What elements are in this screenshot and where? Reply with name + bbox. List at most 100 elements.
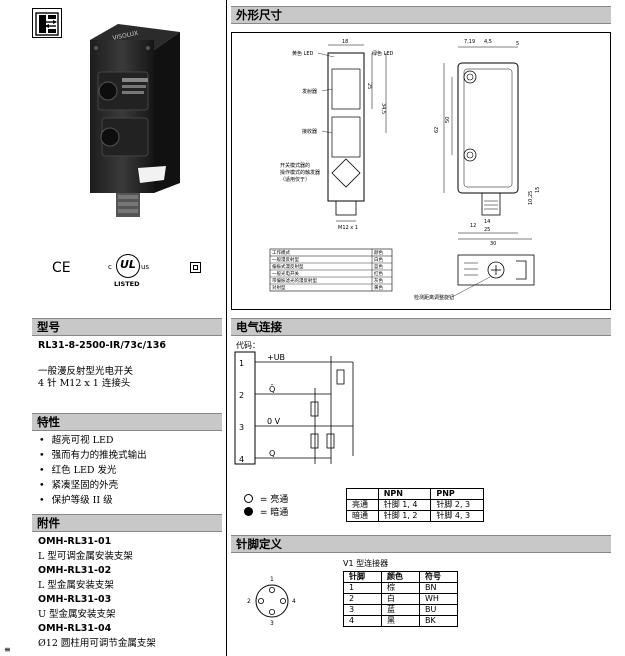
accessory-part: OMH-RL31-04 [38,623,112,634]
section-features: 特性 [32,413,222,431]
mode-cell: 一般光电开关 [272,270,299,277]
mode-cell: 灰色 [374,277,383,284]
mode-cell: 一般漫反射型 [272,256,299,263]
output-cell: 针脚 1, 2 [377,510,432,522]
output-cell: 暗通 [346,510,379,522]
section-dimensions: 外形尺寸 [231,6,611,24]
legend-dark-on: = 暗通 [244,505,288,518]
output-header: PNP [430,488,484,500]
dim-345: 34,5 [380,103,386,114]
dim-5: 5 [516,41,519,47]
pin-label-1: 1 [270,576,274,583]
output-header: NPN [377,488,432,500]
dim-1025: 10,25 [528,191,534,205]
section-accessories: 附件 [32,514,222,532]
ul-us-text: us [141,263,150,271]
legend-on-text: = 亮通 [259,495,289,505]
pinout-cell: 1 [343,582,382,594]
pinout-cell: BU [419,604,458,616]
pinout-cell: 黑 [381,615,420,627]
accessory-desc: Ø12 圆柱用可调节金属支架 [38,638,156,649]
pin-label: +UB [267,353,285,362]
pinout-cell: BN [419,582,458,594]
circuit-code-label: 代码： [236,341,260,350]
feature-list: 超亮可视 LED 强而有力的推挽式输出 红色 LED 发光 紧凑坚固的外壳 保护… [36,433,147,508]
output-header [346,488,379,500]
pin-label-2: 2 [247,598,251,605]
legend-off-text: = 暗通 [259,508,289,518]
adjust-label: 检测距离调整旋钮 [414,294,454,301]
yellow-led-label: 黄色 LED [292,50,314,57]
accessory-desc: L 型可调金属安装支架 [38,551,133,562]
legend-light-on: = 亮通 [244,492,288,505]
receiver-label: 接收器 [302,128,317,135]
dim-45: 4,5 [484,39,492,45]
feature-item: 强而有力的推挽式输出 [36,448,147,463]
pin-label-3: 3 [270,620,274,627]
pinout-cell: 白 [381,593,420,605]
product-photo: VISOLUX [60,18,210,228]
dim-62: 62 [434,127,440,133]
dim-50: 50 [445,117,451,123]
output-cell: 针脚 4, 3 [430,510,484,522]
ul-listed-mark: c UL us LISTED [108,252,158,292]
circuit-diagram: 1 +UB 2 Q̄ 3 0 V 4 Q [231,348,371,468]
model-desc-line1: 一般漫反射型光电开关 [38,366,134,377]
mode-cell: 红色 [374,270,383,277]
filled-circle-icon [244,507,253,516]
dim-25b: 25 [484,227,490,233]
connector-title: V1 型连接器 [343,559,389,568]
accessory-part: OMH-RL31-02 [38,565,112,576]
pin-label-4: 4 [292,598,296,605]
sensor-type-icon [32,8,62,38]
feature-item: 红色 LED 发光 [36,463,147,478]
hollow-circle-icon [244,494,253,503]
dim-15: 15 [535,187,541,193]
pin-num: 3 [239,423,244,432]
ul-c-text: c [108,263,112,271]
ul-text: UL [120,258,136,271]
pin-num: 4 [239,455,244,464]
section-pinout: 针脚定义 [231,535,611,553]
mode-cell: 黄色 [374,284,383,291]
accessory-part: OMH-RL31-03 [38,594,112,605]
ce-mark: CE [52,260,71,276]
pin-label: 0 V [267,417,281,426]
mode-header: 工作模式 [272,249,290,256]
mode-cell: 蓝色 [374,263,383,270]
section-electrical: 电气连接 [231,318,611,336]
dim-14: 14 [484,219,490,225]
accessory-desc: U 型金属安装支架 [38,609,116,620]
dim-m12: M12 x 1 [338,225,358,231]
dim-12: 12 [470,223,476,229]
pinout-cell: 棕 [381,582,420,594]
pinout-header: 符号 [419,571,458,583]
dim-30: 30 [490,241,496,247]
connector-diagram: 1 2 3 4 [244,575,304,627]
feature-item: 保护等级 II 级 [36,493,147,508]
arrow-note-2: 操作模式的触发器 [280,169,320,176]
output-cell: 针脚 2, 3 [430,499,484,511]
arrow-note-1: 开关模式器的 [280,162,310,169]
column-divider [226,0,227,656]
model-number: RL31-8-2500-IR/73c/136 [38,340,166,351]
pinout-header: 颜色 [381,571,420,583]
pinout-cell: 4 [343,615,382,627]
output-cell: 亮通 [346,499,379,511]
feature-item: 紧凑坚固的外壳 [36,478,147,493]
transmitter-label: 发射器 [302,88,317,95]
mode-cell: 对射型 [272,284,286,291]
footer-mark: ≡ [4,645,11,654]
arrow-note-3: （适用仅于） [280,176,310,183]
mode-header: 颜色 [374,249,383,256]
accessory-part: OMH-RL31-01 [38,536,112,547]
pinout-cell: 2 [343,593,382,605]
pin-num: 1 [239,359,244,368]
